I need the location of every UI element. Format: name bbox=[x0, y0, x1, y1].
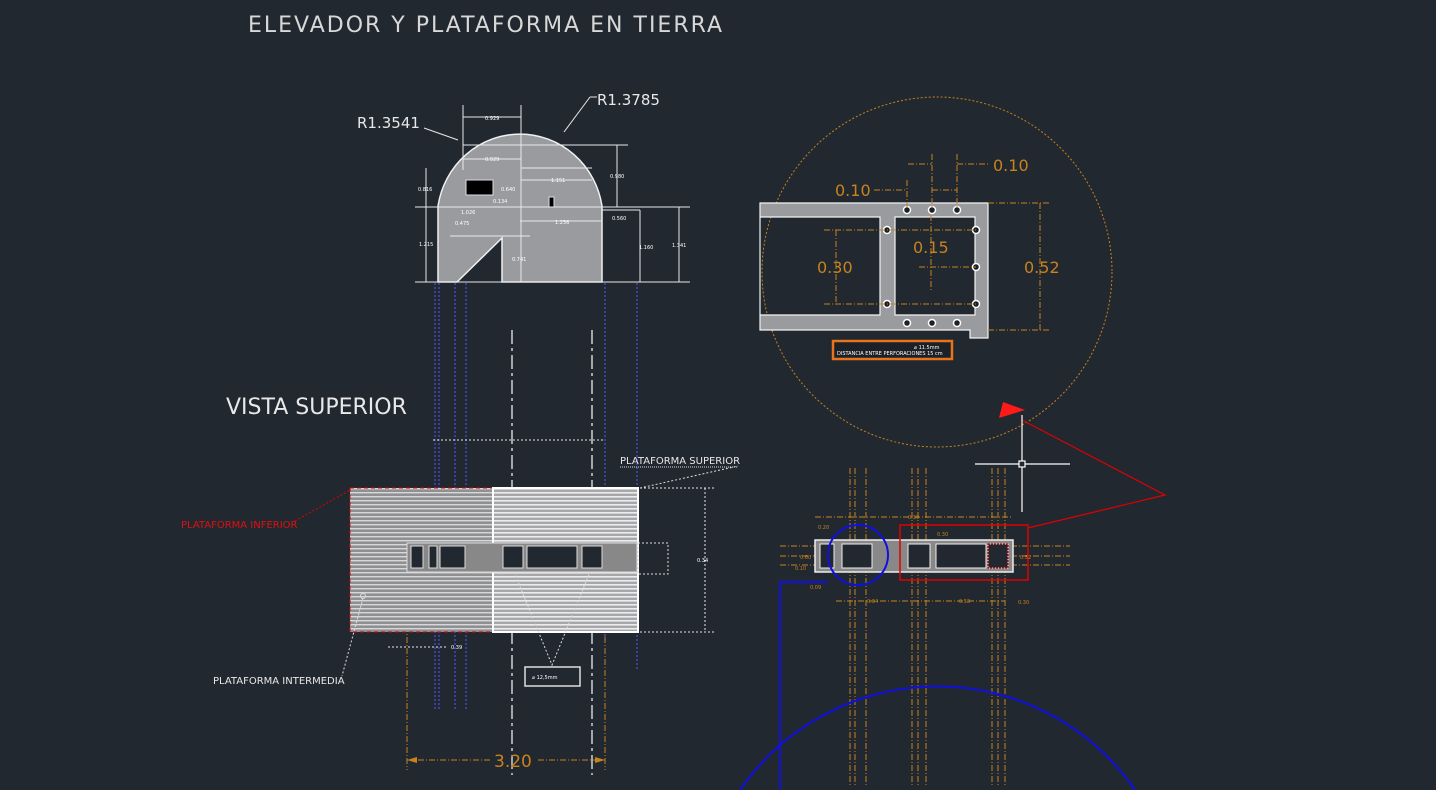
channel-profile bbox=[759, 202, 989, 339]
dim-label: 0.980 bbox=[610, 174, 624, 180]
dim-label: 0.640 bbox=[501, 187, 515, 193]
dim-label: 0.816 bbox=[418, 187, 432, 193]
section-dim: 0.09 bbox=[810, 585, 821, 591]
hole-diameter-note: ⌀ 11.5mm bbox=[914, 345, 940, 351]
cursor-crosshair-icon bbox=[975, 415, 1070, 512]
section-dim: 0.10 bbox=[795, 566, 806, 572]
dim-height: 0.52 bbox=[1024, 258, 1060, 277]
plan-dim-gap: 0.39 bbox=[451, 645, 462, 651]
dim-0-10-left: 0.10 bbox=[835, 181, 871, 200]
dim-label: 1.151 bbox=[551, 178, 565, 184]
dim-hole-spacing: 0.15 bbox=[913, 238, 949, 257]
section-dim: 0.20 bbox=[818, 525, 829, 531]
dim-label: 0.134 bbox=[493, 199, 507, 205]
radius-right-label: R1.3785 bbox=[597, 91, 660, 109]
section-dim: 0.30 bbox=[937, 532, 948, 538]
detail-circle bbox=[761, 96, 1113, 448]
section-dim: 0.60 bbox=[800, 555, 811, 561]
dim-label: 1.026 bbox=[461, 210, 475, 216]
plan-view: 0.34 0.39 ⌀ 12,5mm PLATAFORMA SUPERIOR P… bbox=[181, 456, 740, 772]
plan-dim-total: 3.20 bbox=[494, 752, 532, 772]
callout-flag-icon bbox=[999, 402, 1025, 418]
dim-label: 1.341 bbox=[672, 243, 686, 249]
dim-label: 0.475 bbox=[455, 221, 469, 227]
section-dim: 0.34 bbox=[867, 599, 878, 605]
hole-note-box bbox=[831, 339, 954, 361]
dim-label: 0.741 bbox=[512, 257, 526, 263]
label-plataforma-intermedia: PLATAFORMA INTERMEDIA bbox=[213, 676, 345, 687]
plan-hole-note: ⌀ 12,5mm bbox=[532, 675, 558, 681]
hole-spacing-note: DISTANCIA ENTRE PERFORACIONES 15 cm bbox=[837, 351, 943, 357]
detail-boundary-arc bbox=[739, 685, 1136, 790]
drawing-title: ELEVADOR Y PLATAFORMA EN TIERRA bbox=[248, 13, 724, 38]
elevator-window bbox=[465, 179, 494, 196]
plan-dim-side: 0.34 bbox=[697, 558, 708, 564]
callout-leader bbox=[999, 402, 1167, 529]
dim-label: 1.160 bbox=[639, 245, 653, 251]
dim-label: 1.256 bbox=[555, 220, 569, 226]
elevator-body bbox=[437, 133, 603, 283]
elevator-slot bbox=[548, 196, 555, 208]
section-view: 0.30 0.20 0.30 0.52 0.60 0.09 0.34 0.58 … bbox=[739, 468, 1136, 790]
dim-label: 0.929 bbox=[485, 116, 499, 122]
dim-label: 1.215 bbox=[419, 242, 433, 248]
label-plataforma-superior: PLATAFORMA SUPERIOR bbox=[620, 456, 740, 467]
elevation-view: R1.3541 R1.3785 0.929 0.929 0.816 0.640 … bbox=[357, 91, 690, 283]
dim-label: 0.560 bbox=[612, 216, 626, 222]
section-dim: 0.52 bbox=[1020, 555, 1031, 561]
radius-left-label: R1.3541 bbox=[357, 114, 420, 132]
detail-dimension-lines bbox=[824, 154, 1050, 331]
view-label: VISTA SUPERIOR bbox=[226, 395, 407, 420]
section-dim: 0.58 bbox=[959, 599, 970, 605]
section-dim: 0.30 bbox=[908, 515, 919, 521]
label-plataforma-inferior: PLATAFORMA INFERIOR bbox=[181, 520, 298, 531]
dim-0-10-right: 0.10 bbox=[993, 156, 1029, 175]
section-dim: 0.30 bbox=[1018, 600, 1029, 606]
dim-label: 0.929 bbox=[485, 157, 499, 163]
plan-hole-note-box bbox=[524, 666, 581, 687]
elevation-dimension-lines bbox=[415, 96, 690, 283]
detail-callout: 0.10 0.10 0.15 0.30 0.52 ⌀ 11.5mm DISTAN… bbox=[759, 96, 1113, 448]
dim-opening: 0.30 bbox=[817, 258, 853, 277]
